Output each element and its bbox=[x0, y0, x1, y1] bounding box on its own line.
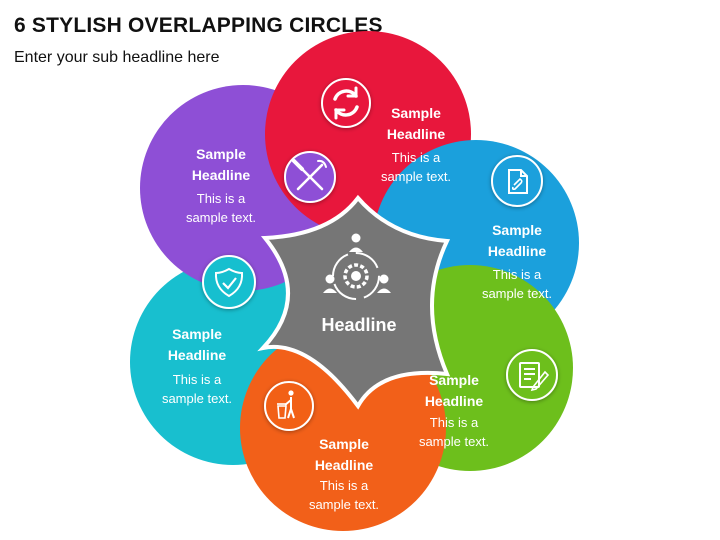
segment-red: Sample Headline This is a sample text. bbox=[321, 78, 451, 184]
segment-red-body-line2: sample text. bbox=[381, 169, 451, 184]
checklist-icon bbox=[519, 362, 550, 392]
segment-green-body-line1: This is a bbox=[430, 415, 479, 430]
segment-purple-title-line1: Sample bbox=[196, 146, 246, 162]
segment-red-title-line1: Sample bbox=[391, 105, 441, 121]
segment-teal-title-line1: Sample bbox=[172, 326, 222, 342]
segment-green: Sample Headline This is a sample text. bbox=[419, 349, 558, 449]
segment-orange-title-line2: Headline bbox=[315, 457, 374, 473]
segment-blue-title-line1: Sample bbox=[492, 222, 542, 238]
person-trash-icon bbox=[277, 390, 295, 419]
segment-green-title-line1: Sample bbox=[429, 372, 479, 388]
segment-red-icon-badge bbox=[321, 78, 371, 128]
segment-green-title-line2: Headline bbox=[425, 393, 484, 409]
segment-purple: Sample Headline This is a sample text. bbox=[186, 146, 336, 225]
tools-icon bbox=[292, 159, 327, 191]
center-label: Headline bbox=[321, 315, 396, 335]
teamwork-gear-icon bbox=[323, 233, 391, 300]
segment-red-body-line1: This is a bbox=[392, 150, 441, 165]
segment-green-body-line2: sample text. bbox=[419, 434, 489, 449]
segment-blue-body-line2: sample text. bbox=[482, 286, 552, 301]
segment-orange-body-line1: This is a bbox=[320, 478, 369, 493]
segment-blue: Sample Headline This is a sample text. bbox=[482, 155, 552, 301]
refresh-icon bbox=[333, 86, 359, 120]
segment-blue-body-line1: This is a bbox=[493, 267, 542, 282]
page-subtitle: Enter your sub headline here bbox=[14, 49, 220, 66]
segment-teal-body-line1: This is a bbox=[173, 372, 222, 387]
segment-teal-body-line2: sample text. bbox=[162, 391, 232, 406]
segment-red-title-line2: Headline bbox=[387, 126, 446, 142]
segment-orange-title-line1: Sample bbox=[319, 436, 369, 452]
segment-purple-body-line2: sample text. bbox=[186, 210, 256, 225]
segment-orange-body-line2: sample text. bbox=[309, 497, 379, 512]
segment-orange: Sample Headline This is a sample text. bbox=[264, 381, 379, 512]
document-icon bbox=[508, 169, 528, 194]
segment-teal-title-line2: Headline bbox=[168, 347, 227, 363]
segment-teal-icon-badge bbox=[202, 255, 256, 309]
center-star bbox=[257, 194, 451, 410]
segment-purple-title-line2: Headline bbox=[192, 167, 251, 183]
segment-blue-title-line2: Headline bbox=[488, 243, 547, 259]
page-title: 6 STYLISH OVERLAPPING CIRCLES bbox=[14, 14, 383, 37]
shield-check-icon bbox=[214, 267, 244, 298]
segment-teal: Sample Headline This is a sample text. bbox=[162, 255, 256, 406]
segment-purple-body-line1: This is a bbox=[197, 191, 246, 206]
segment-orange-icon-badge bbox=[264, 381, 314, 431]
